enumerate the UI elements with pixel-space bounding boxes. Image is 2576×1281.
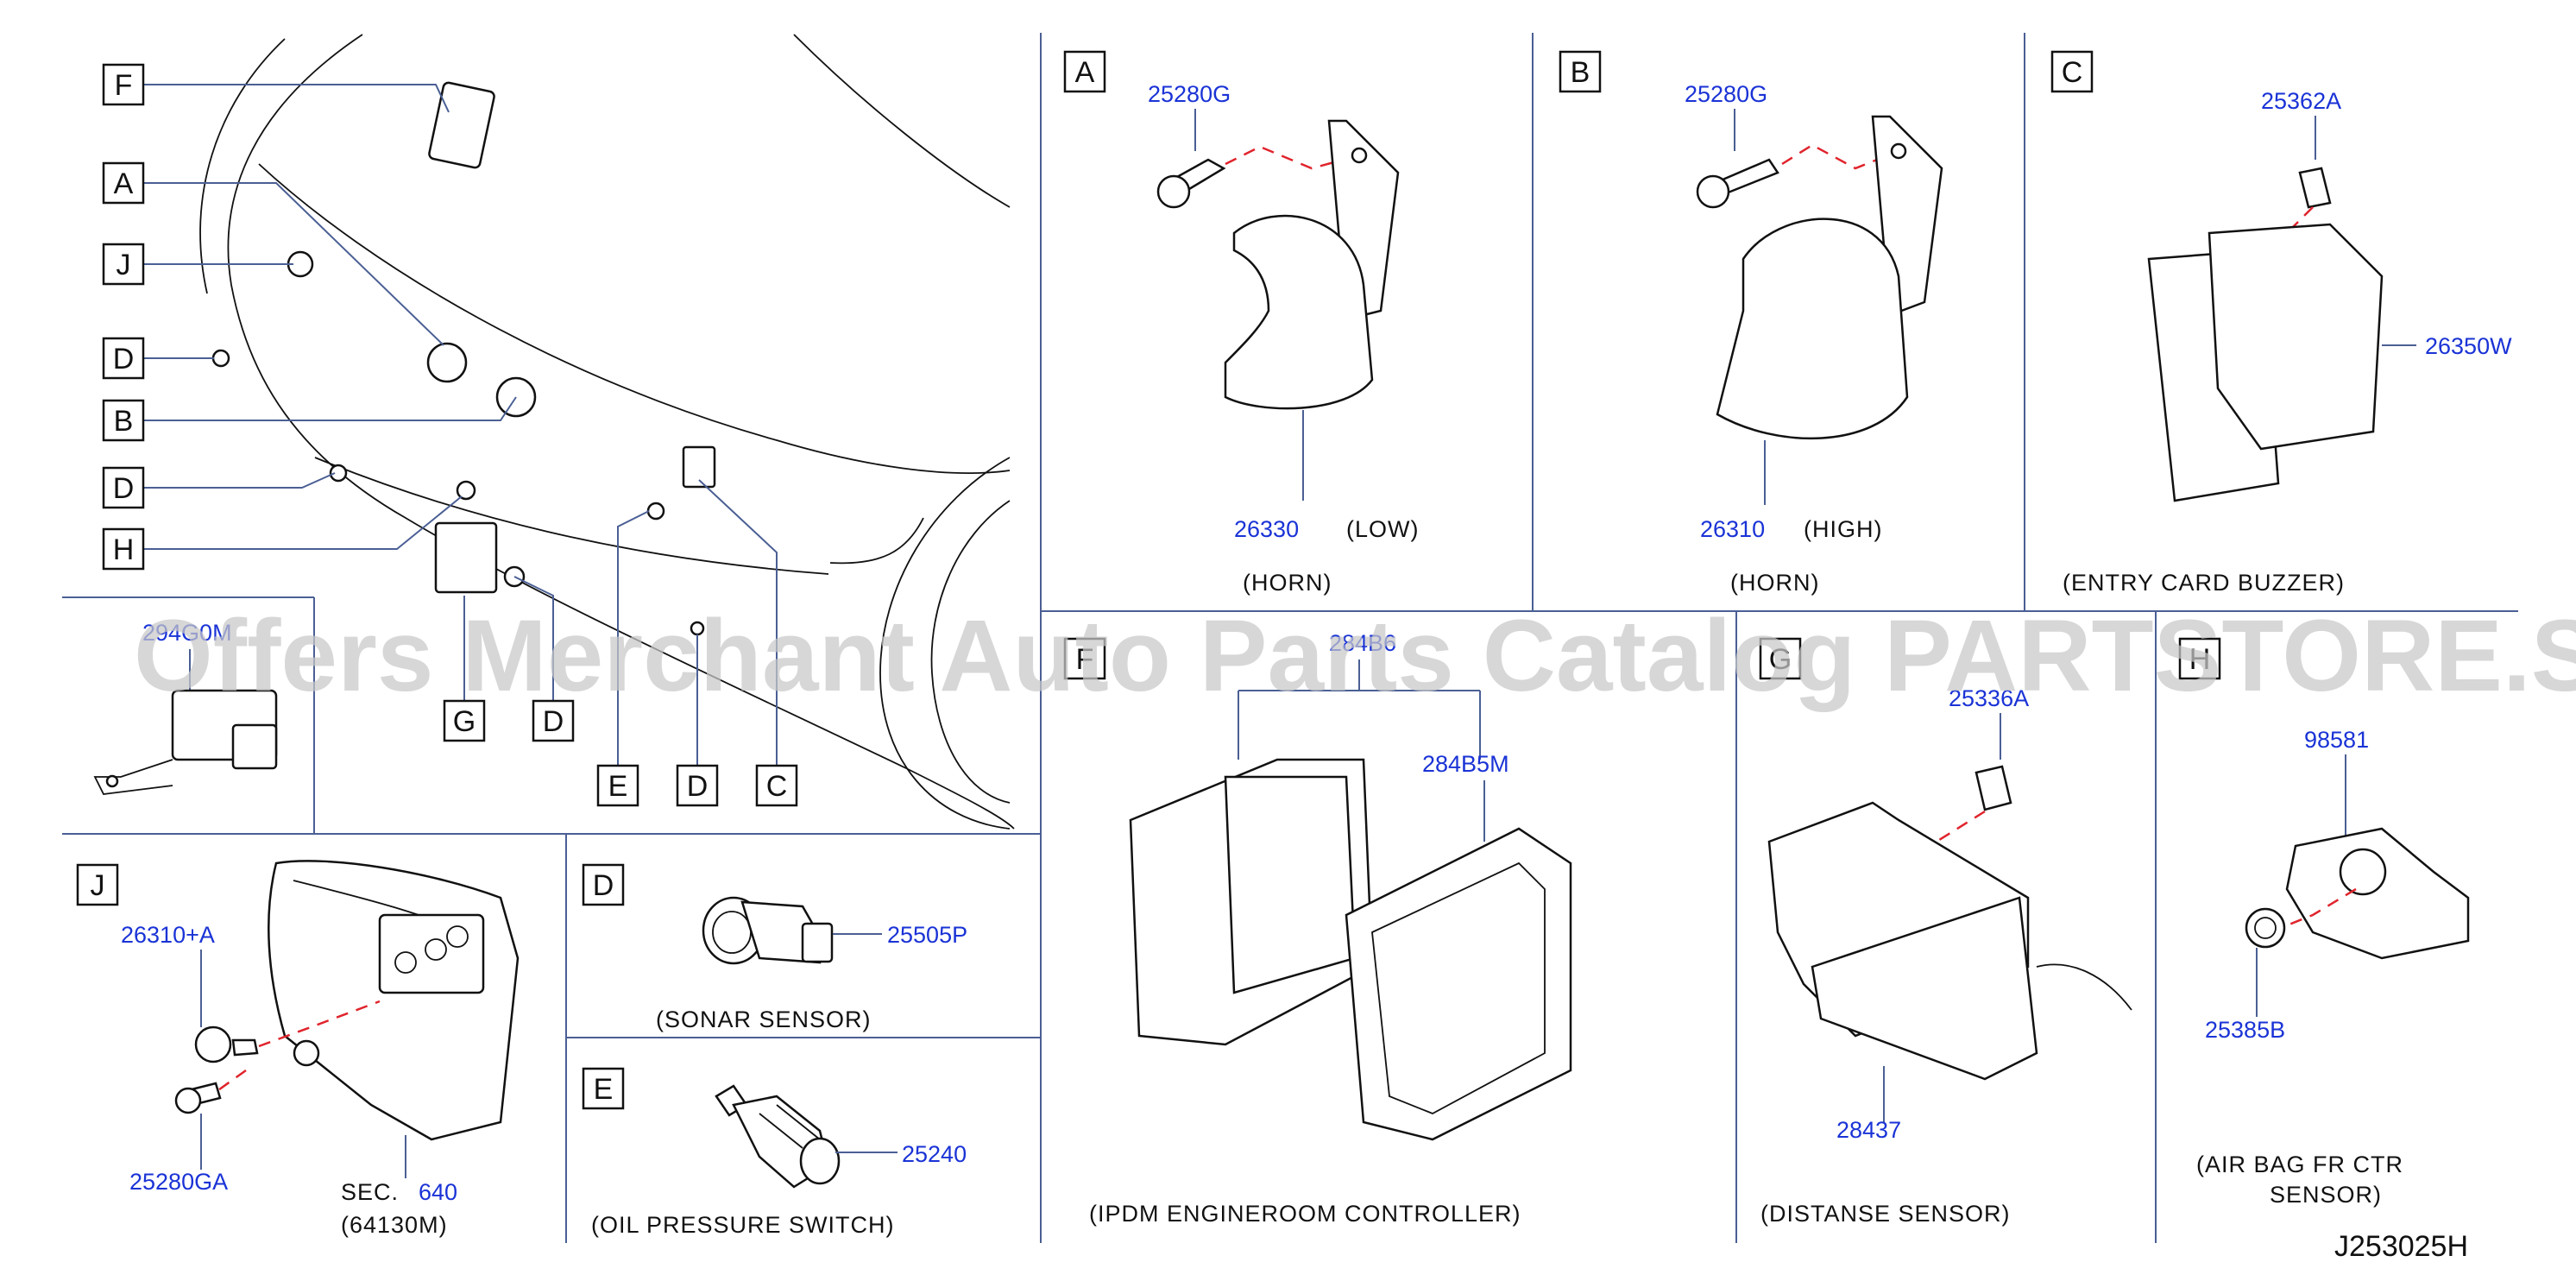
callout-D: D — [102, 337, 145, 380]
part-number-26350W: 26350W — [2425, 333, 2512, 359]
panel-B-title: (HORN) — [1730, 570, 1819, 596]
vehicle-overview — [199, 34, 1015, 830]
panel-J-letter: J — [91, 869, 105, 902]
part-number-284B5M: 284B5M — [1422, 751, 1509, 777]
callout-A: A — [102, 161, 145, 205]
panel-F-letter: F — [1076, 643, 1094, 676]
panel-B-letter: B — [1571, 56, 1590, 89]
panel-E-letter: E — [594, 1073, 614, 1106]
panel-D-title: (SONAR SENSOR) — [656, 1006, 872, 1032]
panel-F-ipdm: F 284B6 284B5M (IPDM ENGINEROOM CONTROLL… — [1063, 630, 1572, 1227]
callout-G: G — [443, 699, 486, 742]
callout-H: H — [102, 527, 145, 571]
svg-text:D: D — [113, 343, 135, 375]
svg-text:J: J — [117, 249, 131, 281]
svg-text:D: D — [543, 705, 564, 738]
part-number-26310: 26310 — [1700, 516, 1765, 542]
svg-text:C: C — [766, 770, 788, 803]
callout-E: E — [596, 764, 639, 807]
callout-F: F — [102, 63, 145, 106]
sec-part-64130M: (64130M) — [341, 1212, 448, 1238]
panel-C-entry-card-buzzer: C 25362A 26350W (ENTRY CARD BUZZER) — [2050, 50, 2512, 596]
svg-text:G: G — [453, 705, 476, 738]
svg-text:B: B — [114, 405, 134, 438]
part-number-26310-plus-A: 26310+A — [121, 922, 215, 948]
part-number-26330: 26330 — [1234, 516, 1299, 542]
part-number-25336A: 25336A — [1949, 685, 2029, 711]
panel-C-title: (ENTRY CARD BUZZER) — [2063, 570, 2345, 596]
panel-H-letter: H — [2189, 643, 2211, 676]
panel-D-letter: D — [593, 869, 614, 902]
overview-callouts: F A J D B D H G D E D C — [102, 63, 798, 807]
callout-B: B — [102, 399, 145, 442]
callout-D: D — [102, 466, 145, 509]
part-number-25505P: 25505P — [887, 922, 967, 948]
panel-C-letter: C — [2062, 56, 2083, 89]
watermark: Offers Merchant Auto Parts Catalog PARTS… — [134, 599, 2576, 713]
svg-text:D: D — [687, 770, 709, 803]
panel-dividers — [62, 33, 2518, 1243]
overview-leader-lines — [143, 84, 778, 766]
svg-text:D: D — [113, 472, 135, 505]
svg-text:H: H — [113, 533, 135, 566]
panel-J-horn-mounting: J 26310+A 25280GA SEC. 640 (64130M) — [76, 860, 520, 1238]
svg-text:E: E — [608, 770, 628, 803]
part-number-25240: 25240 — [902, 1141, 967, 1167]
part-number-25280G: 25280G — [1148, 81, 1231, 107]
callout-J: J — [102, 243, 145, 286]
svg-text:A: A — [114, 167, 134, 200]
panel-A-letter: A — [1075, 56, 1095, 89]
panel-G-distance-sensor: G 25336A 28437 (DISTANSE SENSOR) — [1759, 637, 2132, 1227]
panel-G-letter: G — [1769, 643, 1792, 676]
svg-text:F: F — [115, 69, 133, 102]
panel-D-sonar-sensor: D 25505P (SONAR SENSOR) — [582, 863, 967, 1032]
panel-E-oil-pressure-switch: E 25240 (OIL PRESSURE SWITCH) — [582, 1067, 967, 1238]
part-number-28437: 28437 — [1836, 1117, 1901, 1143]
part-number-25280G: 25280G — [1685, 81, 1767, 107]
part-number-25280GA: 25280GA — [129, 1169, 228, 1195]
sec-number-640: 640 — [419, 1179, 457, 1205]
callout-C: C — [755, 764, 798, 807]
panel-E-title: (OIL PRESSURE SWITCH) — [591, 1212, 895, 1238]
sec-label: SEC. — [341, 1179, 399, 1205]
panel-A-horn-low: A 25280G 26330 (LOW) (HORN) — [1063, 50, 1419, 596]
callout-D: D — [532, 699, 575, 742]
part-number-294G0M: 294G0M — [142, 620, 232, 646]
svg-text:(HIGH): (HIGH) — [1804, 516, 1882, 542]
svg-text:(LOW): (LOW) — [1346, 516, 1419, 542]
inset-relay: 294G0M — [93, 620, 278, 795]
panel-B-horn-high: B 25280G 26310 (HIGH) (HORN) — [1559, 50, 1943, 596]
part-number-25362A: 25362A — [2261, 88, 2341, 114]
panel-F-title: (IPDM ENGINEROOM CONTROLLER) — [1089, 1201, 1521, 1227]
panel-H-title-line1: (AIR BAG FR CTR — [2196, 1152, 2403, 1177]
callout-D: D — [676, 764, 719, 807]
part-number-98581: 98581 — [2304, 727, 2369, 753]
part-number-25385B: 25385B — [2205, 1017, 2285, 1043]
panel-H-airbag-sensor: H 98581 25385B (AIR BAG FR CTR SENSOR) — [2178, 637, 2470, 1208]
panel-A-title: (HORN) — [1243, 570, 1332, 596]
panel-G-title: (DISTANSE SENSOR) — [1760, 1201, 2011, 1227]
diagram-id: J253025H — [2334, 1230, 2468, 1263]
panel-H-title-line2: SENSOR) — [2270, 1182, 2382, 1208]
part-number-284B6: 284B6 — [1329, 630, 1396, 656]
